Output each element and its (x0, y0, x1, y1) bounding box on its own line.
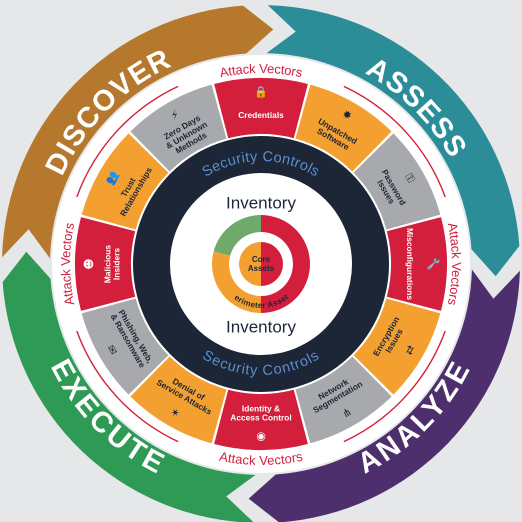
segment-block (353, 133, 441, 230)
segment-malicious-insiders: ☻ MaliciousInsiders (75, 217, 136, 311)
segment-identity-access-control: ◉ Identity &Access Control (214, 389, 308, 450)
segment-network-segmentation: ⋔NetworkSegmentation (295, 356, 392, 444)
people-icon: 👥 (103, 169, 121, 188)
perimeter-ring-green (213, 215, 261, 256)
core-half-red (261, 242, 283, 286)
segment-block (130, 84, 227, 172)
segment-block (81, 298, 169, 395)
attack-vector-segments: 🔒 Credentials ✸UnpatchedSoftware⚿PasswordI… (75, 78, 447, 450)
segment-misconfigurations: 🔧 Misconfigurations (386, 217, 447, 311)
attack-vectors-divider (343, 330, 446, 443)
attack-vectors-divider (343, 85, 446, 198)
segment-label: MaliciousInsiders (103, 245, 122, 284)
segment-unpatched-software: ✸UnpatchedSoftware (295, 84, 392, 172)
eye-icon: ◉ (256, 430, 266, 443)
segment-block (75, 217, 136, 311)
assess-arc (266, 5, 520, 277)
attack-vectors-label: Attack Vectors (445, 221, 464, 307)
attack-vectors-label: Attack Vectors (57, 221, 76, 307)
segment-denial-of-service-attacks: ✶Denial ofService Attacks (130, 356, 227, 444)
segment-password-issues: ⚿PasswordIssues (353, 133, 441, 230)
attack-vectors-label: Attack Vectors (218, 60, 304, 79)
inventory-label-bottom: Inventory (226, 318, 296, 337)
core-half-orange (239, 242, 261, 286)
segment-encryption-issues: ⇄EncryptionIssues (353, 298, 441, 395)
insider-icon: ☻ (83, 258, 96, 269)
attack-vectors-divider (76, 85, 179, 198)
attack-vectors-label: Attack Vectors (218, 448, 304, 467)
wrench-icon: 🔧 (427, 257, 441, 271)
segment-label: Identity &Access Control (230, 404, 291, 423)
execute-arc (2, 251, 256, 522)
perimeter-ring-red (261, 215, 310, 313)
inventory-label-top: Inventory (226, 194, 296, 213)
segment-label: Misconfigurations (405, 228, 415, 300)
attack-vectors-divider (76, 330, 179, 443)
segment-block (295, 84, 392, 172)
segment-credentials: 🔒 Credentials (214, 78, 308, 139)
segment-block (214, 78, 308, 139)
lock-icon: 🔒 (254, 86, 268, 99)
segment-block (295, 356, 392, 444)
segment-block (214, 389, 308, 450)
segment-block (81, 133, 169, 230)
segment-block (130, 356, 227, 444)
segment-label: Credentials (238, 110, 284, 120)
perimeter-ring-orange (212, 251, 261, 313)
segment-block (353, 298, 441, 395)
segment-block (386, 217, 447, 311)
analyze-arc (248, 269, 520, 522)
segment-zero-days-unknown-methods: ⚡Zero Days& UnknownMethods (130, 84, 227, 172)
discover-arc (2, 5, 274, 259)
